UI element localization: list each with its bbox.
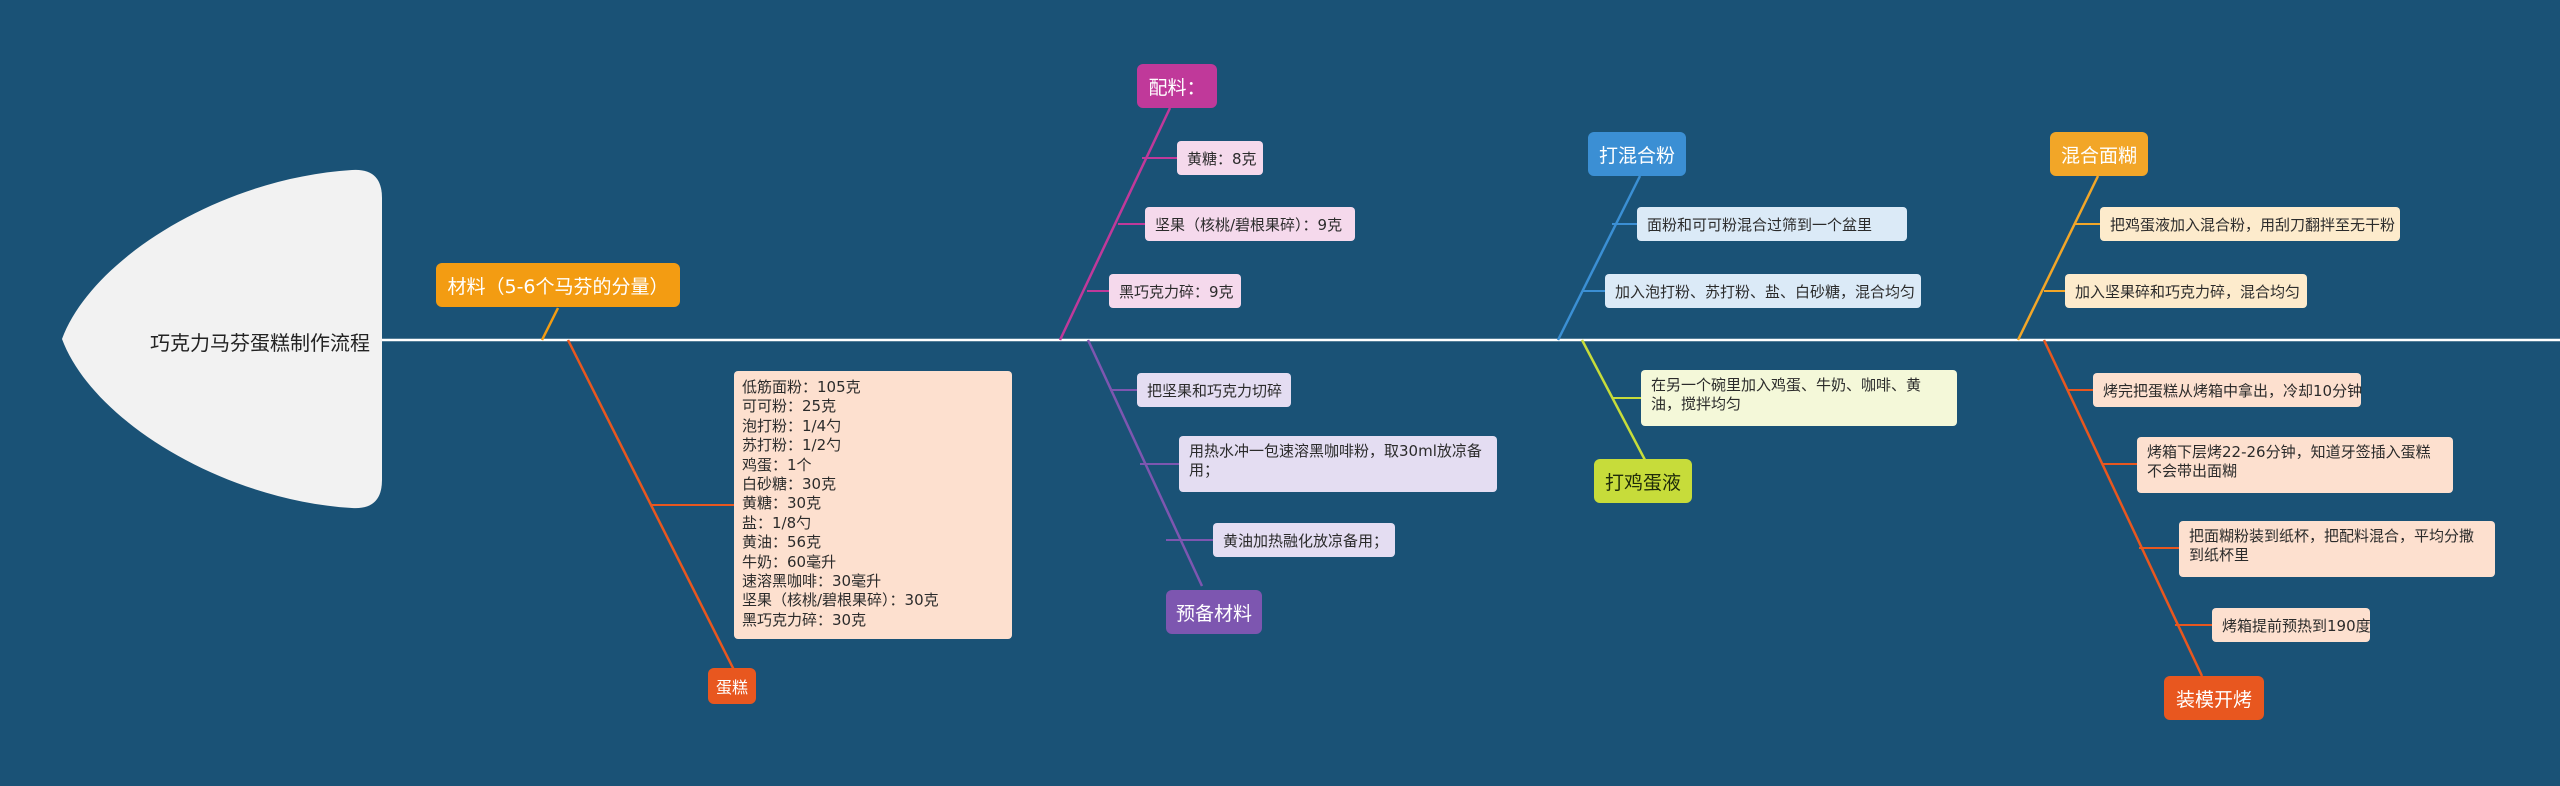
bake-item-0[interactable]: 烤完把蛋糕从烤箱中拿出，冷却10分钟 [2093,373,2362,407]
eggs-topic[interactable]: 打鸡蛋液 [1594,459,1692,503]
prep-item-1[interactable]: 用热水冲一包速溶黑咖啡粉，取30ml放凉备用； [1179,436,1497,492]
ingredients-topic[interactable]: 配料： [1137,64,1217,108]
ingredients-item-2[interactable]: 黑巧克力碎：9克 [1109,274,1241,308]
mix-powder-branch-line [1556,175,1642,341]
bake-item-3[interactable]: 烤箱提前预热到190度 [2212,608,2371,642]
mix-powder-topic[interactable]: 打混合粉 [1588,132,1686,176]
fish-head-shape [62,169,382,509]
bake-item-1[interactable]: 烤箱下层烤22-26分钟，知道牙签插入蛋糕不会带出面糊 [2137,437,2453,493]
bake-branch-line [2042,339,2204,677]
prep-topic[interactable]: 预备材料 [1166,590,1262,634]
bake-topic[interactable]: 装模开烤 [2164,676,2264,720]
materials-branch-line [540,307,560,341]
materials-topic[interactable]: 材料（5-6个马芬的分量） [436,263,680,307]
batter-item-0[interactable]: 把鸡蛋液加入混合粉，用刮刀翻拌至无干粉 [2100,207,2400,241]
prep-item-2[interactable]: 黄油加热融化放凉备用； [1213,523,1395,557]
batter-branch-line [2016,175,2100,341]
batter-item-1[interactable]: 加入坚果碎和巧克力碎，混合均匀 [2065,274,2307,308]
eggs-branch-line [1580,339,1647,461]
ingredients-item-0[interactable]: 黄糖：8克 [1177,141,1263,175]
batter-topic[interactable]: 混合面糊 [2050,132,2148,176]
prep-item-0[interactable]: 把坚果和巧克力切碎 [1137,373,1291,407]
cake-topic[interactable]: 蛋糕 [708,668,756,704]
cake-ingredient-list[interactable]: 低筋面粉：105克 可可粉：25克 泡打粉：1/4勺 苏打粉：1/2勺 鸡蛋：1… [734,371,1012,639]
bake-item-2[interactable]: 把面糊粉装到纸杯，把配料混合，平均分撒到纸杯里 [2179,521,2495,577]
eggs-item-0[interactable]: 在另一个碗里加入鸡蛋、牛奶、咖啡、黄油，搅拌均匀 [1641,370,1957,426]
ingredients-branch-line [1058,107,1172,341]
diagram-title: 巧克力马芬蛋糕制作流程 [150,331,370,355]
ingredients-item-1[interactable]: 坚果（核桃/碧根果碎）：9克 [1145,207,1355,241]
mix-powder-item-0[interactable]: 面粉和可可粉混合过筛到一个盆里 [1637,207,1907,241]
mix-powder-item-1[interactable]: 加入泡打粉、苏打粉、盐、白砂糖，混合均匀 [1605,274,1921,308]
